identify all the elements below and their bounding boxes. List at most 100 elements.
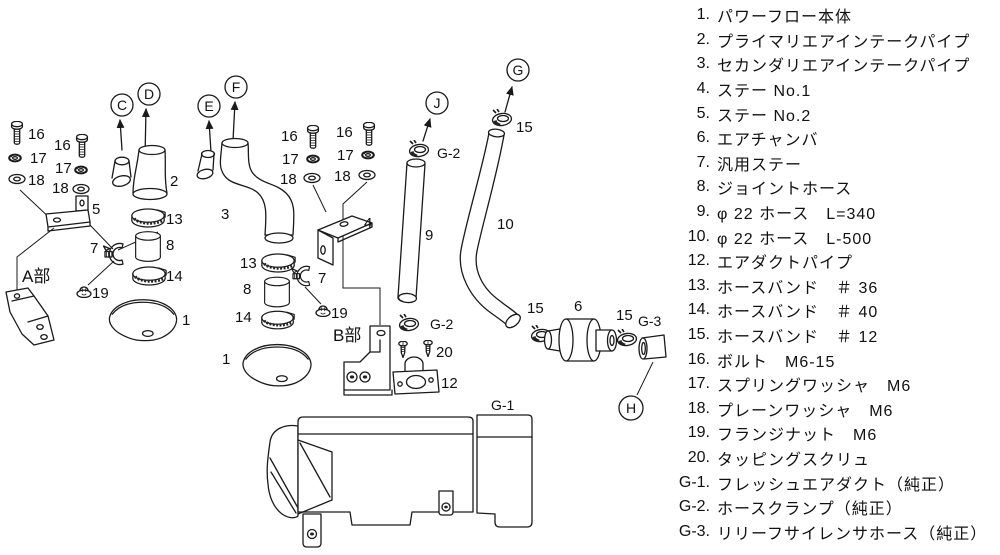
- callout-6: 6: [574, 298, 582, 315]
- bolt-icon: [10, 121, 24, 145]
- callout-14: 14: [166, 268, 183, 285]
- callout-2: 2: [170, 173, 178, 190]
- part-number: 9.: [696, 203, 710, 221]
- callout-8: 8: [166, 237, 174, 254]
- parts-list-item: 19.フランジナット M6: [656, 421, 987, 446]
- callout-16: 16: [28, 126, 45, 143]
- parts-list-item: G-2. ホースクランプ（純正）: [656, 495, 987, 520]
- part-label: 汎用ステー: [717, 156, 803, 174]
- callout-17: 17: [30, 150, 47, 167]
- callout-17: 17: [55, 160, 72, 177]
- callout-13: 13: [166, 211, 183, 228]
- parts-list-item: G-3.リリーフサイレンサホース（純正）: [656, 519, 987, 544]
- washer-icon: [72, 183, 90, 195]
- part-9-hose: [397, 158, 426, 304]
- callout-g2: G-2: [437, 145, 461, 161]
- part-number: 20.: [687, 448, 710, 466]
- parts-list-item: 9.φ 22 ホース L=340: [656, 200, 987, 225]
- part-number: 18.: [687, 399, 710, 417]
- arrow-j: [422, 118, 432, 142]
- spring-washer-icon: [74, 165, 88, 175]
- callout-15: 15: [516, 119, 533, 136]
- flange-nut-icon: [76, 286, 92, 298]
- callout-1: 1: [182, 312, 190, 329]
- section-a-bracket: [5, 287, 55, 346]
- part-label: エアダクトパイプ: [717, 255, 854, 273]
- part-number: 13.: [687, 276, 710, 294]
- arrow-g: [504, 86, 514, 113]
- part-13-hose-band: [260, 252, 297, 274]
- assembly-b: E F 3 16 17 18 16 17 18: [196, 75, 458, 396]
- ref-circle-e: [197, 94, 221, 118]
- callout-g3: G-3: [638, 313, 662, 329]
- parts-list-item: 5.ステー No.2: [656, 101, 987, 126]
- part-12-air-duct-pipe: [392, 356, 440, 395]
- hose-clamp-icon: [490, 109, 514, 127]
- parts-list-item: 8.ジョイントホース: [656, 175, 987, 200]
- part-14-hose-band: [131, 265, 168, 287]
- parts-list-item: 20. タッピングスクリュ: [656, 446, 987, 471]
- part-label: ホースバンド ＃ 36: [717, 279, 879, 297]
- bolt-icon: [75, 134, 89, 158]
- parts-list: 1.パワーフロー本体 2.プライマリエアインテークパイプ 3.セカンダリエアイン…: [656, 3, 987, 544]
- part-label: パワーフロー本体: [717, 9, 853, 27]
- part-number: 8.: [696, 178, 710, 196]
- parts-list-item: 17.スプリングワッシャ M6: [656, 372, 987, 397]
- callout-18: 18: [280, 171, 297, 188]
- part-number: G-2.: [678, 498, 710, 516]
- flange-nut-icon: [315, 305, 331, 317]
- callout-20: 20: [436, 344, 453, 361]
- part-number: G-1.: [678, 473, 710, 491]
- part-4-stay: [317, 215, 373, 266]
- part-number: 2.: [696, 30, 710, 48]
- part-label: スプリングワッシャ M6: [717, 378, 912, 396]
- section-b-bracket: [343, 325, 393, 396]
- part-10-hose: [459, 128, 521, 329]
- part-number: 4.: [696, 80, 710, 98]
- assembly-a: 16 17 18 16 17 18 5 7 A部: [5, 82, 190, 346]
- washer-icon: [303, 172, 321, 184]
- part-g1-fresh-air-duct: G-1: [266, 397, 533, 548]
- callout-9: 9: [425, 227, 433, 244]
- part-number: 14.: [687, 301, 710, 319]
- part-number: 6.: [696, 129, 710, 147]
- hose-clamp-icon: [397, 314, 421, 332]
- callout-8: 8: [243, 281, 251, 298]
- callout-13: 13: [240, 255, 257, 272]
- part-label: フレッシュエアダクト（純正）: [717, 476, 956, 494]
- callout-18: 18: [334, 168, 351, 185]
- part-number: 12.: [687, 252, 710, 270]
- parts-list-item: 14.ホースバンド ＃ 40: [656, 298, 987, 323]
- part-number: 10.: [687, 227, 710, 245]
- part-8-joint-hose: [135, 231, 161, 262]
- part-label: フランジナット M6: [717, 427, 878, 445]
- part-number: 1.: [696, 6, 710, 24]
- part-number: G-3.: [678, 522, 710, 540]
- parts-list-item: 16.ボルト M6-15: [656, 347, 987, 372]
- parts-list-item: 4.ステー No.1: [656, 77, 987, 102]
- washer-icon: [358, 169, 376, 181]
- part-7-clamp: [291, 265, 311, 287]
- leader-h: [636, 361, 654, 396]
- callout-14: 14: [235, 309, 252, 326]
- part-label: タッピングスクリュ: [717, 451, 871, 469]
- callout-g2: G-2: [430, 316, 454, 332]
- callout-5: 5: [92, 201, 100, 218]
- callout-3: 3: [221, 206, 229, 223]
- spring-washer-icon: [306, 154, 320, 164]
- spring-washer-icon: [8, 153, 22, 163]
- hose-clamp-icon: [615, 329, 639, 347]
- part-label: ボルト M6-15: [717, 353, 836, 371]
- section-a-label: A部: [22, 267, 50, 286]
- part-label: プレーンワッシャ M6: [717, 402, 894, 420]
- callout-16: 16: [336, 124, 353, 141]
- part-number: 3.: [696, 55, 710, 73]
- arrow-c: [116, 119, 125, 151]
- bolt-icon: [306, 125, 320, 149]
- callout-7: 7: [90, 240, 98, 257]
- part-8-joint-hose: [264, 276, 290, 308]
- parts-list-item: 10.φ 22 ホース L-500: [656, 224, 987, 249]
- parts-list-item: 7.汎用ステー: [656, 151, 987, 176]
- callout-19: 19: [331, 305, 348, 322]
- part-label: ホースクランプ（純正）: [717, 501, 903, 519]
